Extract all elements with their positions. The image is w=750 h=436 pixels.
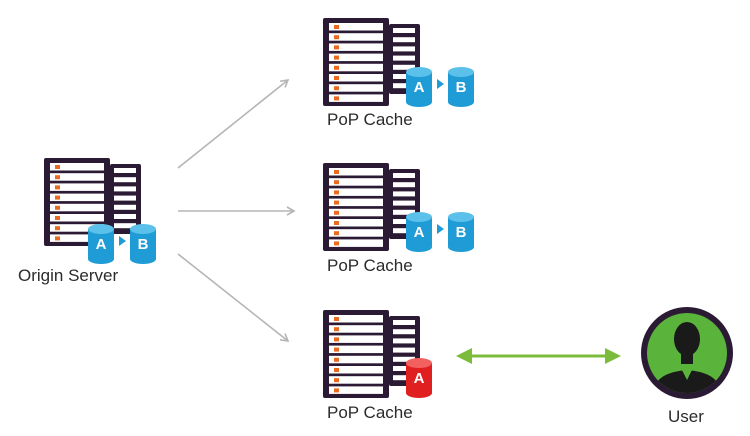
server-icon: [323, 310, 420, 398]
db-a-icon: [406, 67, 432, 107]
pop-1-db-b-letter: B: [456, 79, 467, 96]
origin-db-b-letter: B: [138, 236, 149, 253]
db-b-icon: [130, 224, 156, 264]
pop-3-db-a-letter: A: [414, 370, 425, 387]
origin-db-a-letter: A: [96, 236, 107, 253]
server-icon: [323, 163, 420, 251]
user-avatar-icon: [641, 307, 733, 399]
origin-server-label: Origin Server: [18, 266, 119, 285]
db-a-icon: [88, 224, 114, 264]
pop-cache-1: [323, 18, 474, 107]
db-b-icon: [448, 67, 474, 107]
origin-server: [44, 158, 156, 264]
user-label: User: [668, 407, 704, 426]
server-icon: [44, 158, 141, 246]
server-icon: [323, 18, 420, 106]
pop-cache-2-label: PoP Cache: [327, 256, 413, 275]
play-triangle-icon: [119, 236, 126, 246]
play-triangle-icon: [437, 79, 444, 89]
arrow-pop-3-user: [456, 348, 621, 364]
db-a-icon: [406, 212, 432, 252]
pop-cache-3-label: PoP Cache: [327, 403, 413, 422]
pop-2-db-a-letter: A: [414, 224, 425, 241]
pop-cache-1-label: PoP Cache: [327, 110, 413, 129]
db-a-stale-icon: [406, 358, 432, 398]
pop-1-db-a-letter: A: [414, 79, 425, 96]
db-b-icon: [448, 212, 474, 252]
pop-2-db-b-letter: B: [456, 224, 467, 241]
arrow-origin-to-pop-1: [177, 78, 290, 169]
play-triangle-icon: [437, 224, 444, 234]
pop-cache-2: [323, 163, 474, 252]
pop-cache-3: [323, 310, 432, 398]
arrow-origin-to-pop-3: [177, 253, 290, 343]
